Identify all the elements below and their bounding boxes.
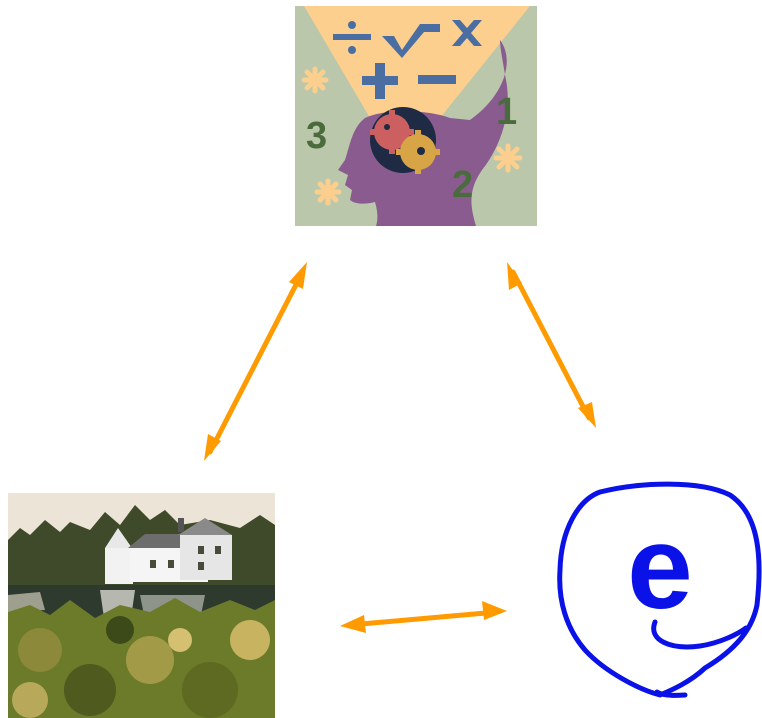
arrow-mind-landscape [204, 262, 307, 461]
numbers: 1 2 3 [306, 91, 517, 206]
number-3: 3 [306, 115, 327, 157]
math-operators [333, 20, 482, 99]
e-inner-swirl [651, 619, 749, 650]
e-letter: e [627, 502, 693, 634]
circled-e-icon: e [557, 481, 762, 698]
arrow-mind-e [507, 262, 596, 428]
asterisk-decorations [301, 66, 523, 206]
houses [105, 518, 232, 584]
thinking-head-gears-icon: 1 2 3 [295, 6, 537, 226]
e-circle-outline [557, 481, 762, 698]
number-1: 1 [496, 91, 517, 133]
house-by-lake-icon [8, 493, 275, 718]
e-circle-tail [654, 689, 688, 698]
arrows [204, 262, 596, 633]
arrow-landscape-e [340, 601, 507, 633]
number-2: 2 [452, 164, 473, 206]
foliage-patches [12, 616, 270, 718]
gear-red [374, 114, 410, 150]
